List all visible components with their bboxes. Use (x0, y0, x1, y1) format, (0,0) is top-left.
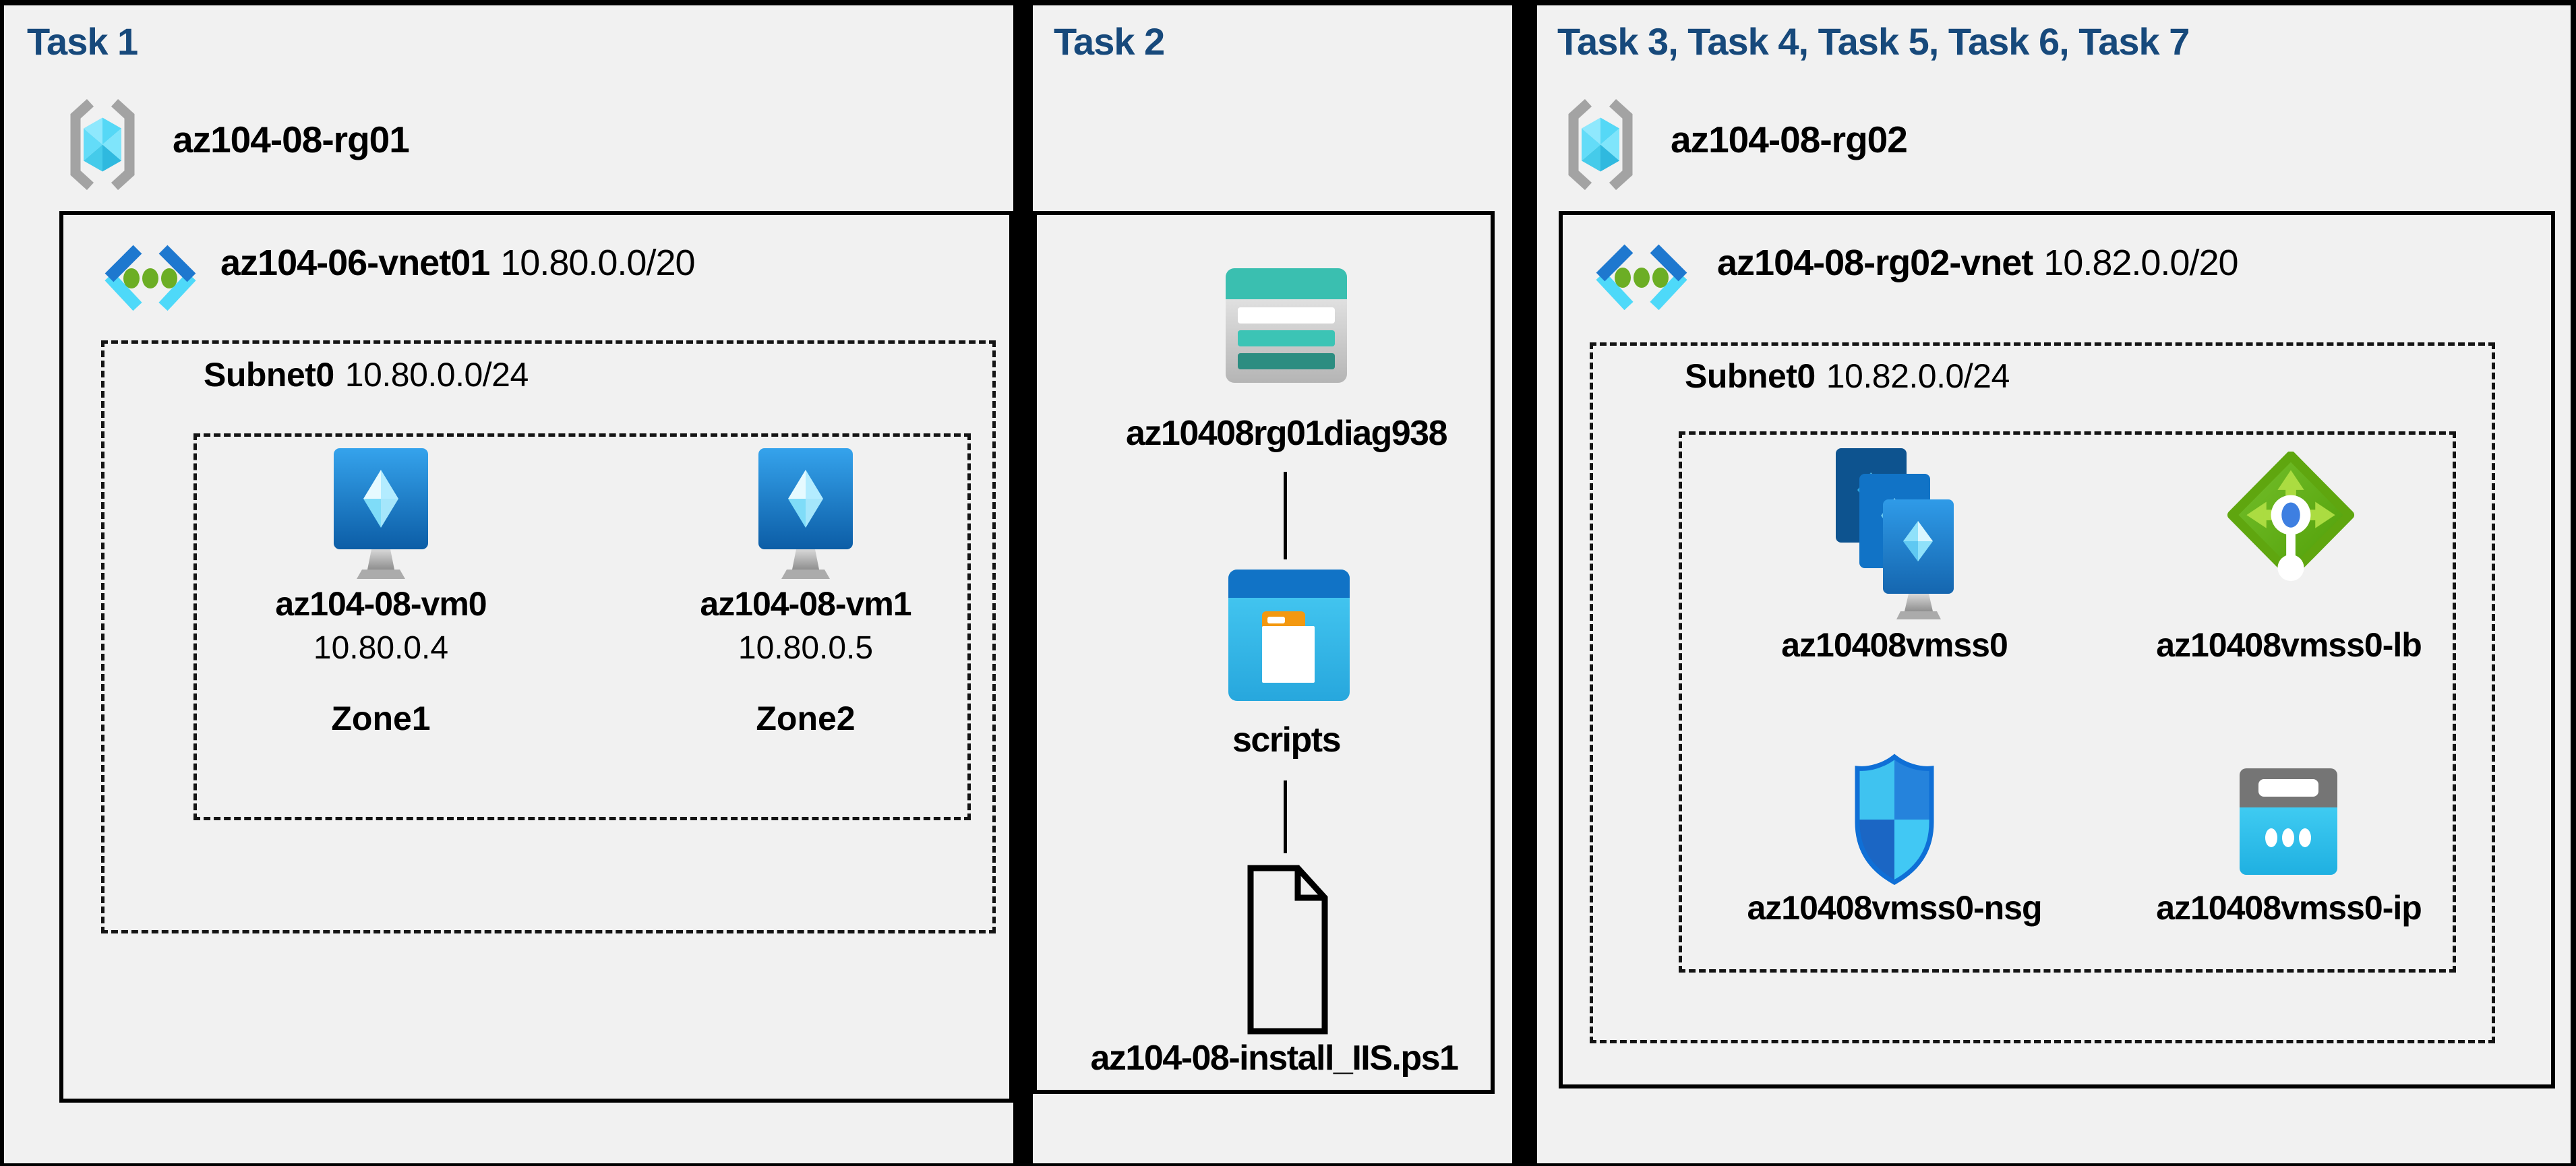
virtual-machine-icon (758, 448, 853, 585)
vm-ip: 10.80.0.5 (738, 630, 874, 666)
subnet-cidr: 10.80.0.0/24 (345, 356, 529, 394)
task3-vnet-box (1559, 211, 2555, 1088)
subnet-label: Subnet0 10.82.0.0/24 (1685, 357, 2010, 396)
vmss-icon (1829, 448, 1960, 623)
task1-zones-box (193, 433, 971, 820)
vnet-cidr: 10.80.0.0/20 (500, 243, 695, 283)
virtual-machine-icon (334, 448, 428, 585)
virtual-network-icon (100, 244, 201, 318)
resource-group-label: az104-08-rg02 (1671, 119, 1908, 160)
blob-container-icon (1228, 570, 1350, 704)
task3-resources-box (1679, 431, 2456, 973)
task1-subnet-box (101, 340, 996, 933)
resource-group-icon (59, 97, 146, 195)
subnet-label: Subnet0 10.80.0.0/24 (204, 356, 529, 395)
task3-title: Task 3, Task 4, Task 5, Task 6, Task 7 (1557, 20, 2190, 63)
storage-account-icon (1226, 268, 1347, 386)
panel-task3: Task 3, Task 4, Task 5, Task 6, Task 7 a… (1537, 5, 2571, 1163)
container-label: scripts (1232, 720, 1342, 760)
connector-line (1284, 780, 1287, 853)
resource-label: az10408vmss0 (1781, 626, 2008, 664)
resource-group-label: az104-08-rg01 (173, 119, 410, 160)
task1-title: Task 1 (27, 20, 138, 63)
resource-label: az10408vmss0-lb (2156, 626, 2422, 664)
storage-account-label: az10408rg01diag938 (1125, 414, 1448, 453)
task2-box (1033, 211, 1495, 1094)
vm-name: az104-08-vm0 (275, 585, 487, 623)
vm-ip: 10.80.0.4 (313, 630, 449, 666)
file-label: az104-08-install_IIS.ps1 (1090, 1039, 1459, 1078)
panel-task2: Task 2 az10408rg01diag938 scri (1033, 5, 1512, 1163)
connector-line (1284, 472, 1287, 559)
resource-group-icon (1557, 97, 1644, 195)
task2-title: Task 2 (1054, 20, 1165, 63)
vm-name: az104-08-vm1 (700, 585, 911, 623)
nsg-icon (1849, 751, 1940, 890)
task3-subnet-box (1590, 342, 2495, 1043)
resource-label: az10408vmss0-nsg (1747, 889, 2042, 927)
panel-task1: Task 1 az104-08-rg01 (4, 5, 1013, 1163)
task1-vnet-box (59, 211, 1013, 1103)
vm-zone: Zone2 (756, 700, 856, 737)
public-ip-icon (2240, 768, 2337, 878)
subnet-name: Subnet0 (1685, 357, 1816, 395)
virtual-network-icon (1591, 243, 1692, 317)
resource-label: az10408vmss0-ip (2156, 889, 2422, 927)
vnet-cidr: 10.82.0.0/20 (2043, 243, 2238, 283)
vm-zone: Zone1 (331, 700, 431, 737)
subnet-cidr: 10.82.0.0/24 (1826, 357, 2010, 395)
vnet-name: az104-06-vnet01 (220, 243, 490, 283)
subnet-name: Subnet0 (204, 356, 334, 394)
load-balancer-icon (2227, 451, 2355, 620)
vnet-name: az104-08-rg02-vnet (1717, 243, 2033, 283)
file-icon (1245, 863, 1330, 1040)
